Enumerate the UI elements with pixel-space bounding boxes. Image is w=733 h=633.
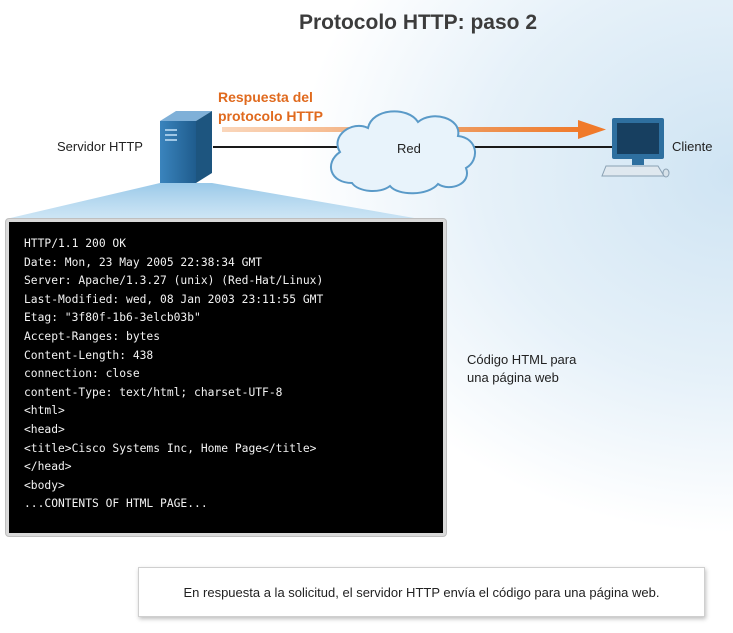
caption-box: En respuesta a la solicitud, el servidor… — [138, 567, 705, 617]
computer-icon — [601, 118, 670, 178]
server-icon — [160, 111, 212, 183]
response-line: Server: Apache/1.3.27 (unix) (Red-Hat/Li… — [24, 274, 324, 288]
response-line: connection: close — [24, 367, 140, 381]
response-line: <body> — [24, 478, 65, 492]
response-line: Last-Modified: wed, 08 Jan 2003 23:11:55… — [24, 292, 324, 306]
response-line: Etag: "3f80f-1b6-3elcb03b" — [24, 311, 201, 325]
server-label: Servidor HTTP — [57, 139, 143, 154]
response-line: <html> — [24, 404, 65, 418]
server-beam — [6, 183, 420, 219]
http-response-terminal: HTTP/1.1 200 OK Date: Mon, 23 May 2005 22… — [6, 219, 446, 536]
response-line: <title>Cisco Systems Inc, Home Page</tit… — [24, 441, 317, 455]
response-label-line1: Respuesta del — [218, 89, 313, 105]
html-code-note: Código HTML para una página web — [467, 351, 576, 387]
page-title: Protocolo HTTP: paso 2 — [298, 11, 537, 34]
response-line: content-Type: text/html; charset-UTF-8 — [24, 385, 283, 399]
html-note-line2: una página web — [467, 370, 559, 385]
html-note-line1: Código HTML para — [467, 352, 577, 367]
response-line: Accept-Ranges: bytes — [24, 329, 161, 343]
client-label: Cliente — [672, 139, 713, 154]
response-line: HTTP/1.1 200 OK — [24, 237, 127, 250]
response-label-line2: protocolo HTTP — [218, 108, 323, 124]
caption-text: En respuesta a la solicitud, el servidor… — [183, 584, 660, 600]
network-label: Red — [397, 141, 421, 156]
cloud-icon — [329, 110, 476, 195]
response-line: Date: Mon, 23 May 2005 22:38:34 GMT — [24, 255, 263, 269]
http-response-text: HTTP/1.1 200 OK Date: Mon, 23 May 2005 22… — [24, 235, 323, 514]
response-line: Content-Length: 438 — [24, 348, 154, 362]
response-line: ...CONTENTS OF HTML PAGE... — [24, 497, 208, 511]
response-line: <head> — [24, 422, 65, 436]
response-line: </head> — [24, 460, 72, 474]
response-label: Respuesta del protocolo HTTP — [218, 88, 323, 126]
